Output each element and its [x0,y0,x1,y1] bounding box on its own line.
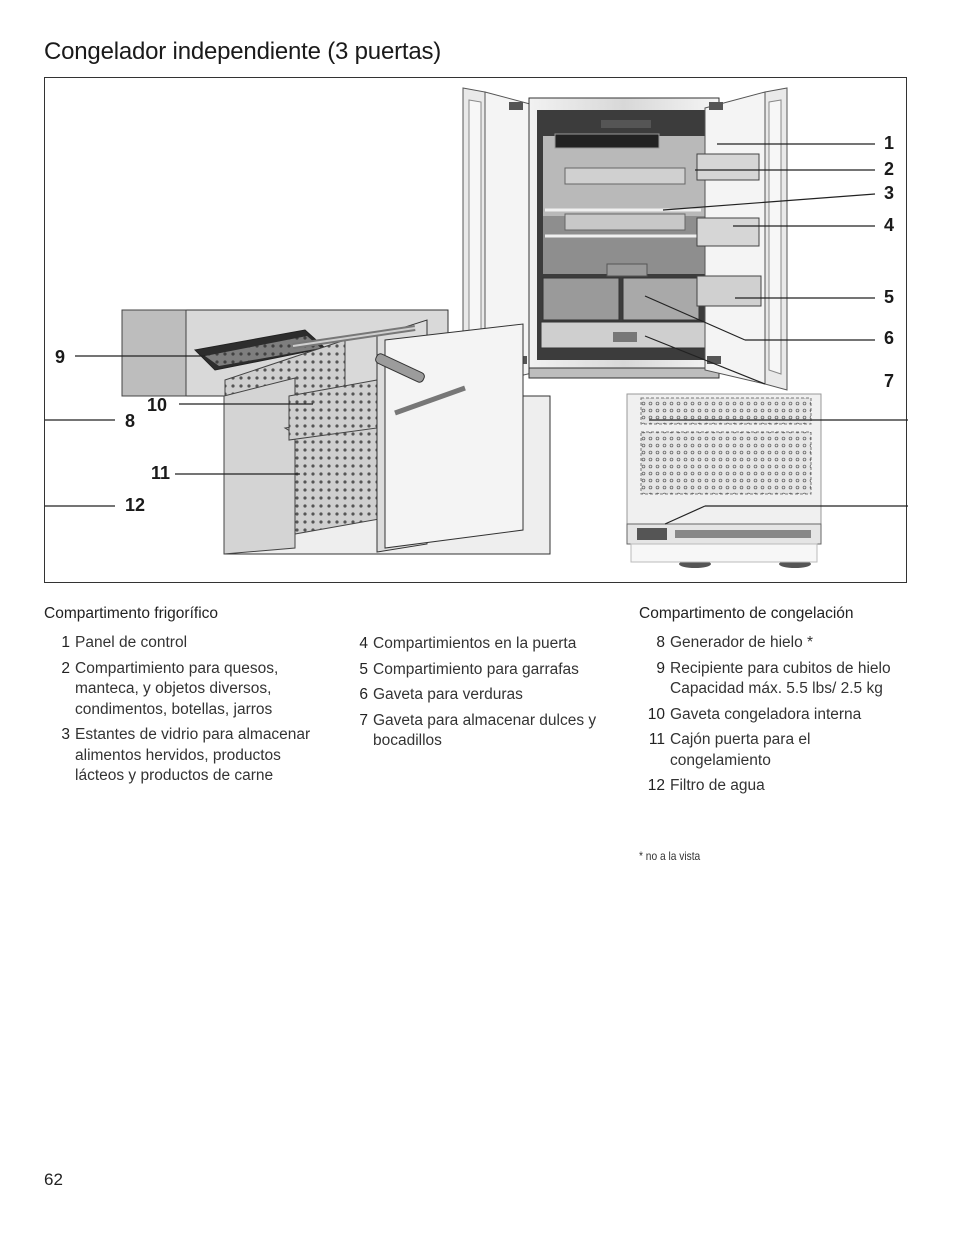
list-item: 4 Compartimientos en la puerta [342,634,612,655]
item-number: 5 [359,660,368,678]
fridge-legend-col-1: Compartimento frigorífico 1 Panel de con… [44,605,314,792]
callout-11: 11 [151,463,171,483]
callout-6: 6 [884,328,895,348]
list-item: 10 Gaveta congeladora interna [639,705,914,726]
fridge-heading: Compartimento frigorífico [44,605,219,622]
item-text: Gaveta para verduras [373,686,523,703]
item-text: Compartimientos en la puerta [373,635,577,652]
list-item: 9 Recipiente para cubitos de hielo Capac… [639,659,914,700]
footnote: * no a la vista [639,849,701,863]
item-number: 4 [359,635,368,652]
item-text: Cajón puerta para el congelamiento [670,731,811,769]
fridge-legend-col-2: 4 Compartimientos en la puerta 5 Compart… [342,634,612,757]
list-item: 3 Estantes de vidrio para almacenar alim… [44,725,314,787]
callout-5: 5 [884,287,895,307]
item-number: 2 [61,659,70,677]
freezer-legend: Compartimento de congelación 8 Generador… [639,605,914,802]
freezer-drawer-open [121,309,551,555]
callout-2: 2 [884,159,895,179]
list-item: 2 Compartimiento para quesos, manteca, y… [44,659,314,721]
freezer-heading: Compartimento de congelación [639,605,854,622]
callout-9: 9 [55,347,66,367]
fridge-body [462,87,788,391]
item-number: 6 [359,686,368,703]
callout-8: 8 [125,411,136,431]
list-item: 12 Filtro de agua [639,776,914,797]
page-title: Congelador independiente (3 puertas) [44,38,442,65]
item-text: Estantes de vidrio para almacenar alimen… [75,726,311,784]
item-text: Recipiente para cubitos de hielo Capacid… [670,659,891,698]
item-text: Gaveta para almacenar dulces y bocadillo… [373,711,597,750]
refrigerator-diagram: 1 2 3 4 5 6 7 8 9 10 11 12 [44,77,908,583]
callout-12: 12 [125,495,146,515]
item-number: 8 [656,634,665,651]
callout-10: 10 [147,395,168,415]
leader-lines [45,143,908,525]
item-number: 1 [61,634,70,651]
list-item: 7 Gaveta para almacenar dulces y bocadil… [342,711,612,752]
refrigerator-illustration [45,87,908,568]
item-number: 7 [359,711,368,729]
item-text: Panel de control [75,634,188,651]
callout-3: 3 [884,183,895,203]
callout-4: 4 [884,215,895,235]
item-number: 11 [648,731,665,748]
callout-7: 7 [884,371,895,391]
list-item: 1 Panel de control [44,633,314,654]
item-number: 9 [656,659,665,677]
item-text: Generador de hielo * [670,634,814,651]
callout-1: 1 [884,133,895,153]
list-item: 6 Gaveta para verduras [342,685,612,706]
item-text: Gaveta congeladora interna [670,705,862,723]
item-number: 10 [647,705,665,723]
item-text: Compartimiento para garrafas [373,660,579,678]
list-item: 8 Generador de hielo * [639,633,914,654]
item-text: Filtro de agua [670,777,765,794]
item-text: Compartimiento para quesos, manteca, y o… [75,659,279,718]
page-number: 62 [44,1170,63,1189]
item-number: 12 [647,777,665,794]
item-number: 3 [61,726,70,743]
list-item: 5 Compartimiento para garrafas [342,660,612,681]
list-item: 11 Cajón puerta para el congelamiento [639,730,914,771]
